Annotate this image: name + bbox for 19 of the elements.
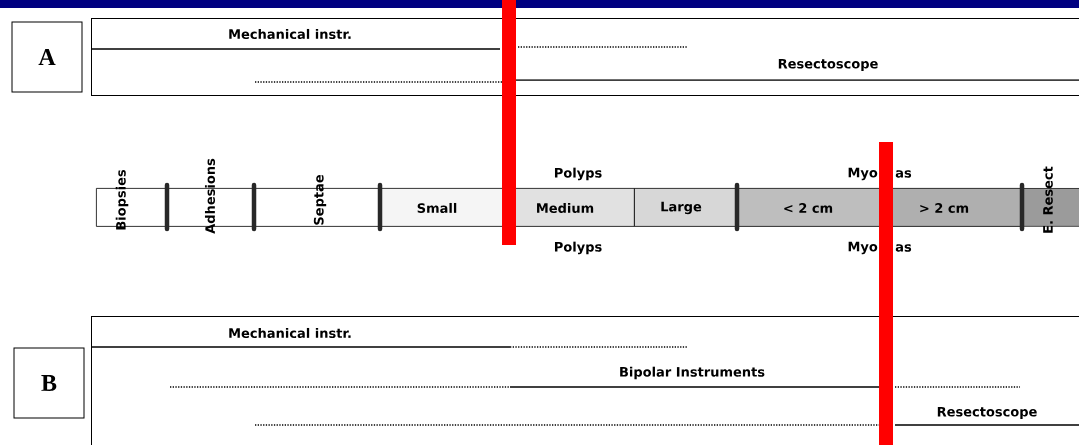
bar-segment: Adhesions: [167, 158, 255, 234]
category-label: Polyps: [555, 241, 602, 255]
category-label: Polyps: [555, 167, 602, 181]
category-label: as: [895, 170, 912, 178]
letter-box: B: [13, 347, 85, 419]
bar-segment: E. Resect: [1022, 166, 1079, 233]
bar-segment: Medium: [515, 188, 635, 227]
instrument-panel: Mechanical instr. Bipolar Instruments Resectoscope: [90, 316, 1079, 445]
category-label: Myo: [848, 241, 878, 255]
bar-segment: Septae: [254, 175, 381, 227]
bar-segment: < 2 cm: [737, 188, 881, 227]
marker-bar: [879, 142, 893, 445]
marker-bar: [502, 0, 516, 245]
bar-segment: Biopsies: [96, 169, 168, 230]
letter-box: A: [11, 21, 83, 93]
instrument-panel: Mechanical instr. Resectoscope: [90, 18, 1079, 96]
bar-segment: Large: [634, 188, 738, 227]
category-label: as: [895, 244, 912, 252]
category-label: Myo: [848, 167, 878, 181]
